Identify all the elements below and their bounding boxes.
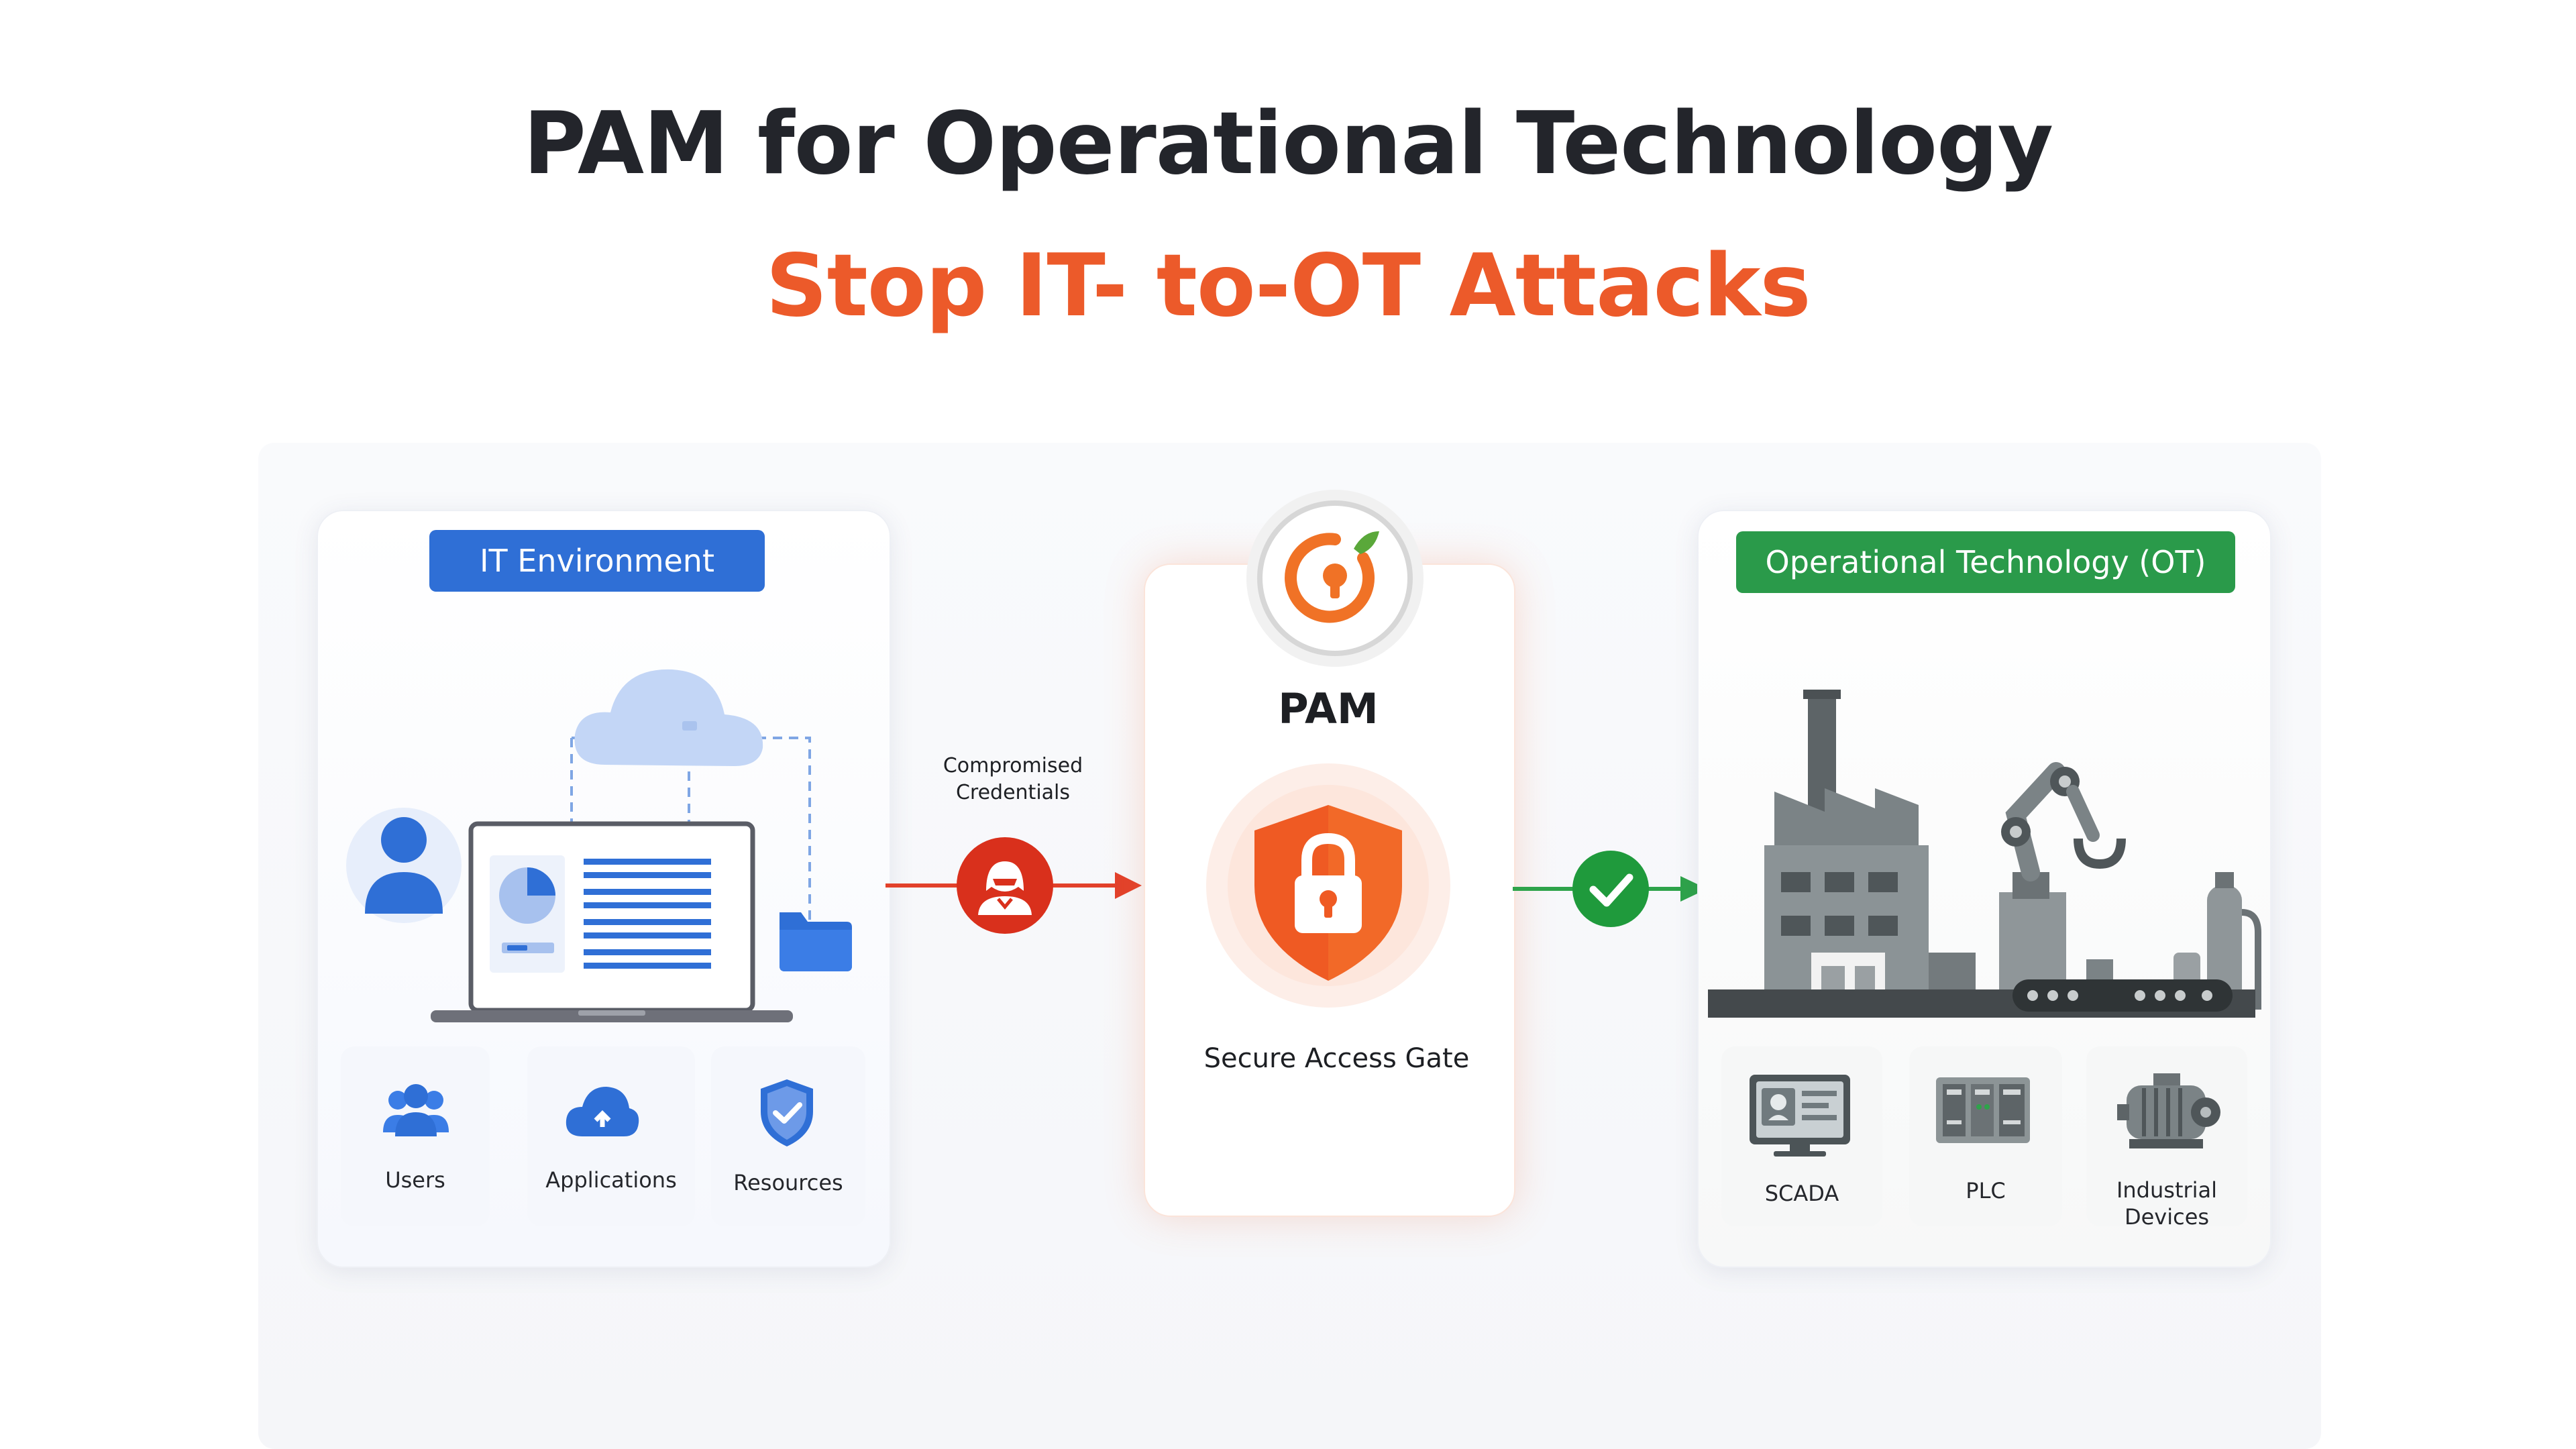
folder-icon [780,912,852,971]
page-subtitle: Stop IT- to-OT Attacks [765,236,1811,336]
ot-item-industrial-devices-label: Industrial Devices [2116,1177,2218,1230]
factory-icon [1764,690,1976,1010]
compromised-credentials-label: Compromised Credentials [943,754,1083,804]
laptop-icon [431,821,793,1022]
page-title: PAM for Operational Technology [523,94,2053,194]
cloud-icon [574,669,763,766]
users-icon [383,1084,449,1136]
ot-item-plc-label: PLC [1966,1178,2006,1203]
it-item-applications-label: Applications [545,1167,677,1193]
threat-flow-arrow [885,837,1142,934]
cloud-upload-icon [566,1087,639,1136]
it-item-resources-label: Resources [733,1170,843,1195]
allowed-flow-arrow [1513,851,1707,927]
secure-access-gate-label: Secure Access Gate [1203,1043,1470,1074]
user-avatar-icon [346,808,462,923]
factory-illustration [1708,690,2261,1018]
hacker-icon [957,837,1053,934]
shield-check-icon [761,1079,813,1146]
it-item-users-label: Users [385,1167,445,1193]
it-environment-label: IT Environment [429,530,765,592]
check-icon [1572,851,1649,927]
it-illustration [346,669,852,1022]
conveyor-icon [1708,959,2255,1018]
motor-icon [2117,1073,2220,1148]
pam-label: PAM [1278,684,1379,733]
ot-item-scada-label: SCADA [1764,1181,1839,1206]
shield-lock-icon [1206,763,1450,1008]
scada-monitor-icon [1750,1075,1850,1157]
ot-environment-label: Operational Technology (OT) [1736,531,2235,593]
pam-logo-icon [1246,490,1424,667]
plc-icon [1936,1077,2030,1143]
